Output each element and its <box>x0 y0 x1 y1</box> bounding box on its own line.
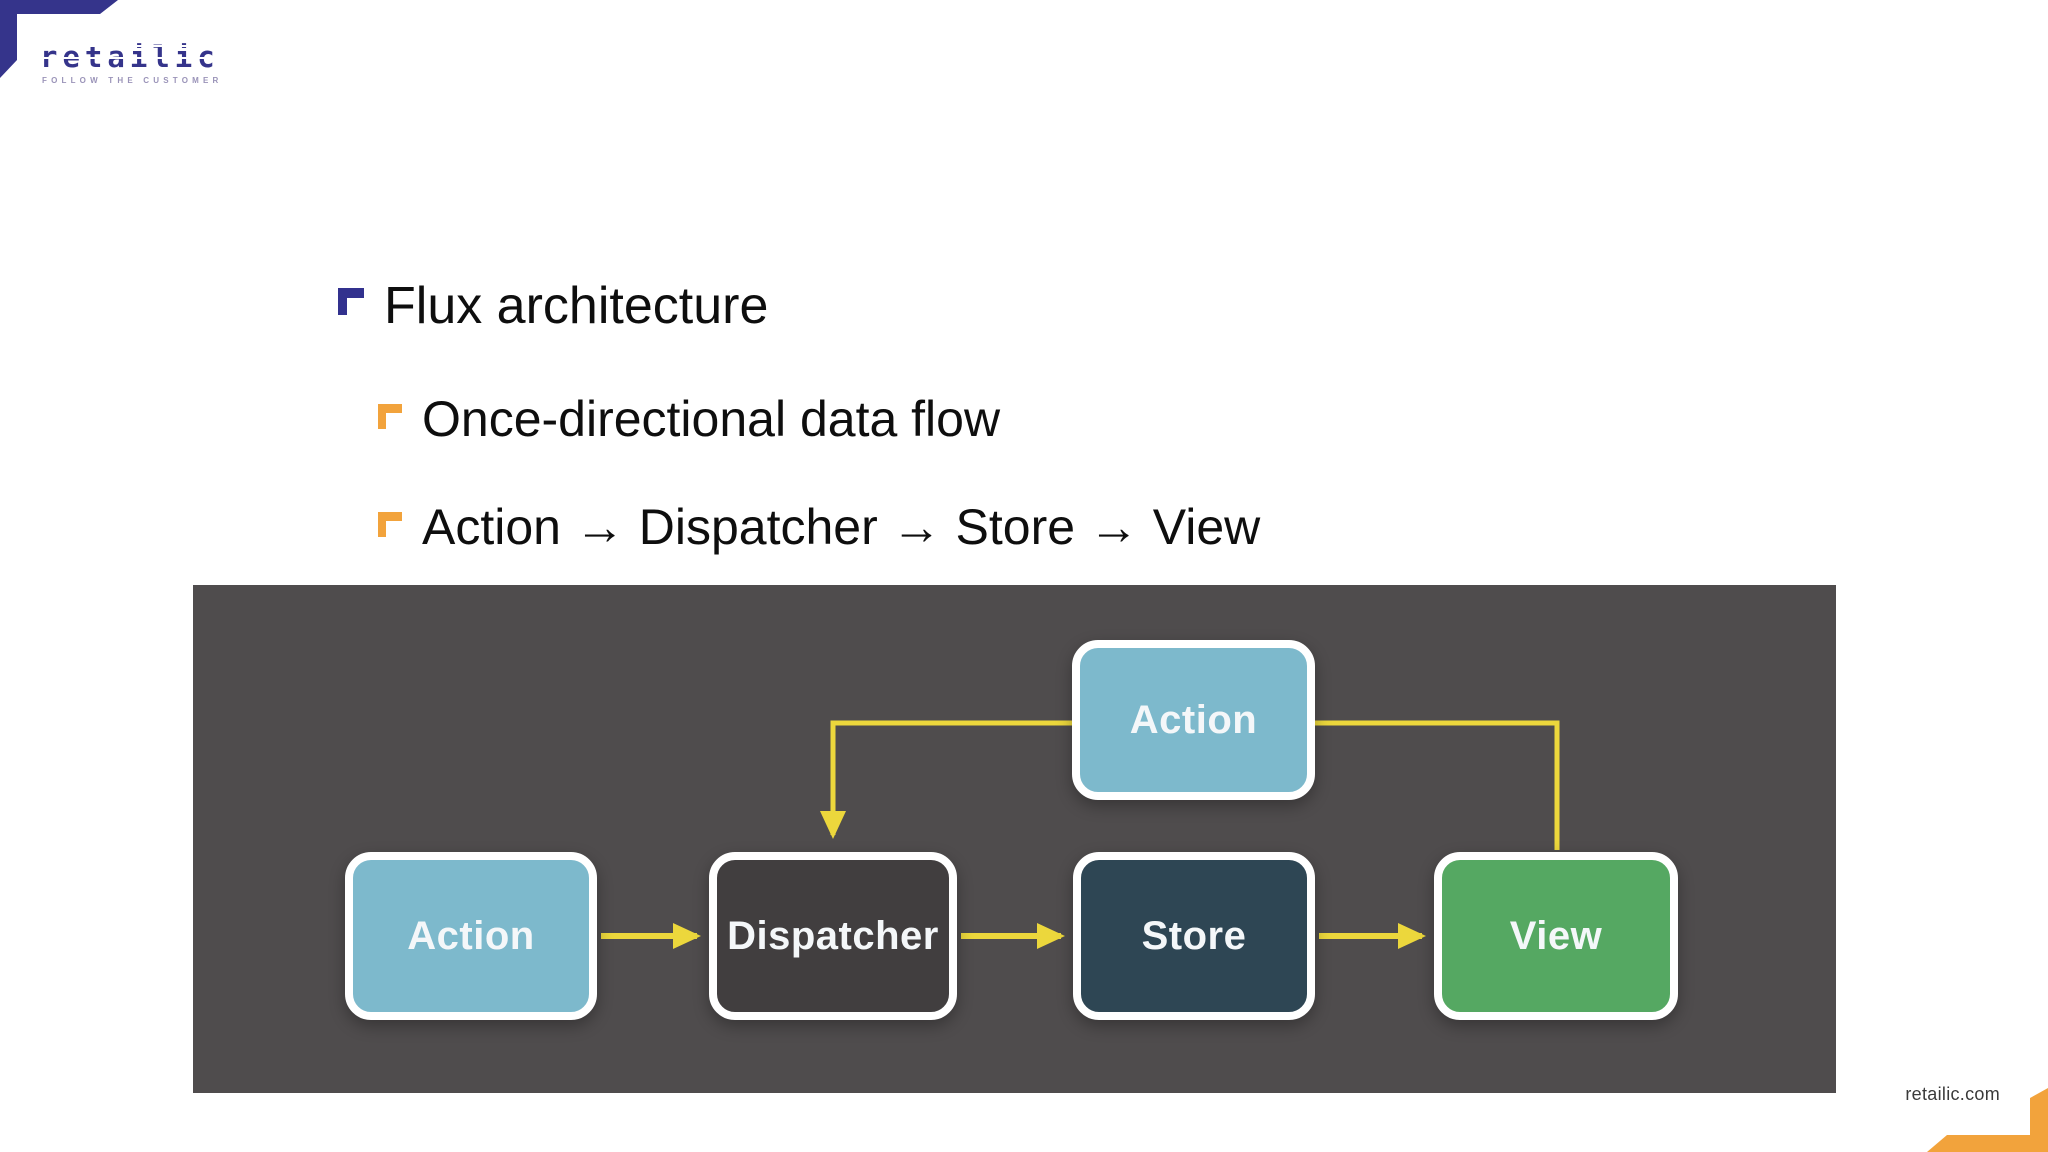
node-dispatcher: Dispatcher <box>709 852 957 1020</box>
corner-bullet-icon <box>378 404 402 429</box>
node-label: Action <box>407 913 535 958</box>
corner-bullet-icon <box>338 288 364 315</box>
node-label: Store <box>1141 913 1247 958</box>
flux-diagram-panel: Action Action Dispatcher Store View <box>193 585 1836 1093</box>
retailic-logo-mark-icon <box>0 0 118 78</box>
node-label: Dispatcher <box>727 913 939 958</box>
retailic-logo-wordmark: retailic <box>40 40 220 74</box>
node-action-top: Action <box>1072 640 1315 800</box>
bullet-text: Once-directional data flow <box>422 391 1001 447</box>
node-store: Store <box>1073 852 1315 1020</box>
node-label: View <box>1509 913 1603 958</box>
bullet-text: Flux architecture <box>384 277 769 335</box>
corner-bullet-icon <box>378 512 402 537</box>
bullet-item-flow-sequence: Action → Dispatcher → Store → View <box>378 500 1260 555</box>
bullet-text: Action → Dispatcher → Store → View <box>422 499 1261 555</box>
retailic-logo-tagline: FOLLOW THE CUSTOMER <box>42 76 223 85</box>
node-action-left: Action <box>345 852 597 1020</box>
node-view: View <box>1434 852 1678 1020</box>
node-label: Action <box>1129 697 1258 742</box>
bullet-item-flux-architecture: Flux architecture <box>338 277 769 335</box>
bullet-item-data-flow: Once-directional data flow <box>378 392 1000 447</box>
footer-website-url: retailic.com <box>1905 1084 2000 1104</box>
corner-ribbon-icon <box>1927 1088 2048 1152</box>
flow-connector-arrows <box>601 720 1560 949</box>
